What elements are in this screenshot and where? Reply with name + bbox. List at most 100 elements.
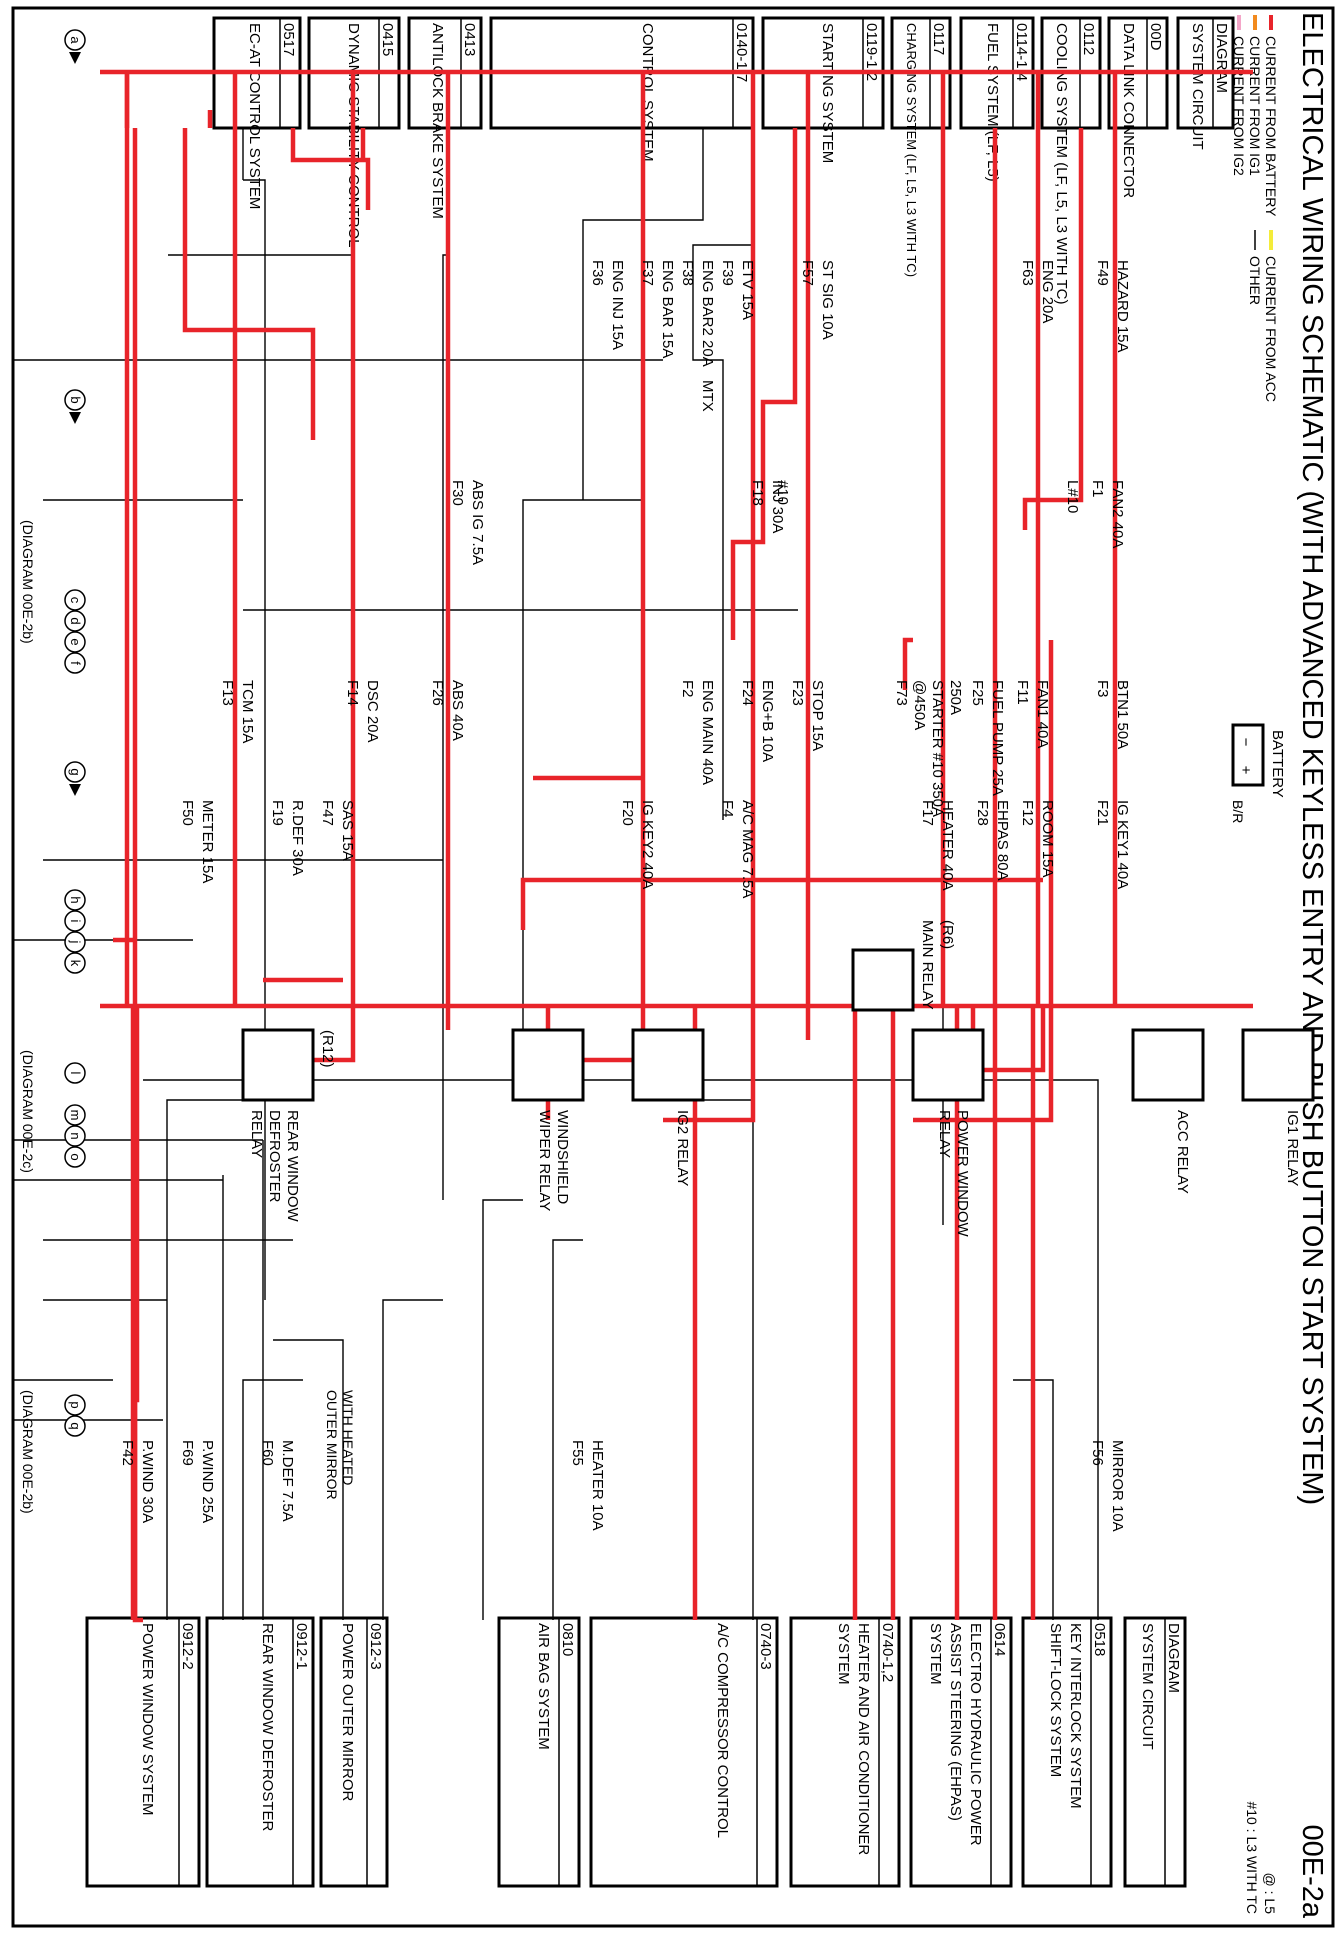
fuses-upper: HAZARD 15A F49 ENG 20A F63 ST SIG 10A F5… — [449, 260, 1131, 565]
name-0518-b: SHIFT-LOCK SYSTEM — [1047, 1623, 1064, 1777]
fuse-f56-id: F56 — [1089, 1440, 1106, 1466]
code-0810: 0810 — [559, 1623, 576, 1656]
heated-mirror-label2: OUTER MIRROR — [324, 1390, 340, 1500]
right-header-diagram: DIAGRAM — [1165, 1623, 1182, 1693]
ig2-relay-box — [631, 1028, 705, 1102]
node-label-l: l — [68, 1072, 83, 1075]
left-header-diagram: DIAGRAM — [1213, 23, 1230, 93]
fuse-f23-id: F23 — [789, 680, 806, 706]
mtx-label: MTX — [699, 380, 716, 412]
fuse-f13-id: F13 — [219, 680, 236, 706]
system-box-0740-3 — [589, 1616, 779, 1888]
node-label-e: e — [68, 638, 83, 645]
battery-wire: B/R — [1230, 800, 1246, 823]
fuse-f57-id: F57 — [799, 260, 816, 286]
battery-box — [1231, 723, 1265, 787]
ig1-relay-label: IG1 RELAY — [1284, 1110, 1301, 1186]
fuse-f36-id: F36 — [589, 260, 606, 286]
battery-pos: + — [1237, 766, 1254, 775]
fuse-f28-id: F28 — [974, 800, 991, 826]
node-k: k — [64, 952, 86, 974]
fuse-f39-label: ETV 15A — [739, 260, 756, 320]
name-0740-12-b: SYSTEM — [835, 1623, 852, 1685]
system-box-0614 — [909, 1616, 1013, 1888]
fuse-f12-label: ROOM 15A — [1039, 800, 1056, 878]
page-frame — [11, 6, 1335, 1928]
system-box-0912-3 — [319, 1616, 389, 1888]
ig2-relay-label: IG2 RELAY — [674, 1110, 691, 1186]
power-window-relay-label2: RELAY — [936, 1110, 953, 1158]
legend-acc: CURRENT FROM ACC — [1263, 256, 1279, 402]
note-l5: @ : L5 — [1262, 1873, 1278, 1915]
node-label-q: q — [68, 1422, 83, 1429]
fuse-f38-id: F38 — [679, 260, 696, 286]
fuse-f50-id: F50 — [179, 800, 196, 826]
fuse-f25-label: FUEL PUMP 25A — [989, 680, 1006, 796]
n10-label: #10 — [774, 480, 791, 505]
fuses-mid: BTN1 50A F3 FAN1 40A F11 FUEL PUMP 25A F… — [219, 680, 1131, 817]
code-0119: 0119-1,2 — [863, 23, 880, 81]
fuse-f73-label3: @450A — [911, 680, 928, 730]
fuse-f3-label: BTN1 50A — [1114, 680, 1131, 749]
fuse-f13-label: TCM 15A — [239, 680, 256, 743]
fuse-f19-label: R.DEF 30A — [289, 800, 306, 876]
power-window-relay-label1: POWER WINDOW — [954, 1110, 971, 1237]
fuse-f73-label2: STARTER #10 350A — [929, 680, 946, 817]
fuse-f24-label: ENG+B 10A — [759, 680, 776, 762]
main-relay-box — [851, 948, 915, 1012]
fuse-f42-label: P.WIND 30A — [139, 1440, 156, 1523]
main-relay-ref: (R6) — [939, 920, 956, 949]
name-0117: CHARGING SYSTEM (LF, L5, L3 WITH TC) — [904, 23, 919, 277]
name-0114: FUEL SYSTEM (LF, L5) — [984, 23, 1001, 182]
fuse-f30-id: F30 — [449, 480, 466, 506]
name-00d: DATA LINK CONNECTOR — [1120, 23, 1137, 198]
node-m: m — [64, 1104, 86, 1126]
fuse-f69-label: P.WIND 25A — [199, 1440, 216, 1523]
node-f: f — [64, 652, 86, 674]
fuse-f1-label: FAN2 40A — [1109, 480, 1126, 548]
fuse-f28-label: EHPAS 80A — [994, 800, 1011, 881]
fuse-f4-id: F4 — [719, 800, 736, 818]
code-0912-2: 0912-2 — [179, 1623, 196, 1670]
code-0112: 0112 — [1080, 23, 1097, 55]
node-q: q — [64, 1415, 86, 1437]
power-window-relay-box — [911, 1028, 985, 1102]
name-0112: COOLING SYSTEM (LF, L5, L3 WITH TC) — [1053, 23, 1070, 304]
fuse-f24-id: F24 — [739, 680, 756, 706]
code-0912-1: 0912-1 — [293, 1623, 310, 1670]
windshield-wiper-relay-label1: WINDSHIELD — [554, 1110, 571, 1204]
fuse-f12-id: F12 — [1019, 800, 1036, 826]
node-label-m: m — [68, 1110, 83, 1121]
name-0614-c: SYSTEM — [927, 1623, 944, 1685]
fuse-f20-id: F20 — [619, 800, 636, 826]
diagram-ref-lo: (DIAGRAM 00E-2c) — [20, 1050, 36, 1173]
right-system-boxes: DIAGRAM SYSTEM CIRCUIT 0518 KEY INTERLOC… — [85, 1616, 1187, 1888]
rear-defroster-relay-label3: RELAY — [248, 1110, 265, 1158]
windshield-wiper-relay-label2: WIPER RELAY — [536, 1110, 553, 1211]
code-0517: 0517 — [280, 23, 297, 56]
fuse-f2-label: ENG MAIN 40A — [699, 680, 716, 785]
fuse-f21-label: IG KEY1 40A — [1114, 800, 1131, 889]
fuse-f57-label: ST SIG 10A — [819, 260, 836, 340]
node-label-b: b — [68, 396, 83, 403]
code-0740-12: 0740-1,2 — [879, 1623, 896, 1682]
fuse-f56-label: MIRROR 10A — [1109, 1440, 1126, 1532]
node-label-k: k — [68, 960, 83, 967]
fuse-f36-label: ENG INJ 15A — [609, 260, 626, 350]
system-box-0740-12 — [789, 1616, 901, 1888]
code-0117: 0117 — [930, 23, 947, 55]
rear-defroster-relay-ref: (R12) — [319, 1030, 336, 1068]
battery: BATTERY − + B/R — [1230, 723, 1286, 823]
fuse-f3-id: F3 — [1094, 680, 1111, 698]
fuse-f55-id: F55 — [569, 1440, 586, 1466]
wires-battery — [100, 69, 1253, 1623]
fuse-f38-label: ENG BAR2 20A — [699, 260, 716, 367]
fuse-f73-id: F73 — [893, 680, 910, 706]
fuse-f37-id: F37 — [639, 260, 656, 286]
battery-neg: − — [1237, 738, 1254, 747]
name-0810: AIR BAG SYSTEM — [535, 1623, 552, 1750]
windshield-wiper-relay-box — [511, 1028, 585, 1102]
node-label-d: d — [68, 617, 83, 624]
node-b: b — [64, 389, 86, 424]
relays: MAIN RELAY (R6) IG1 RELAY ACC RELAY POWE… — [241, 920, 1315, 1237]
